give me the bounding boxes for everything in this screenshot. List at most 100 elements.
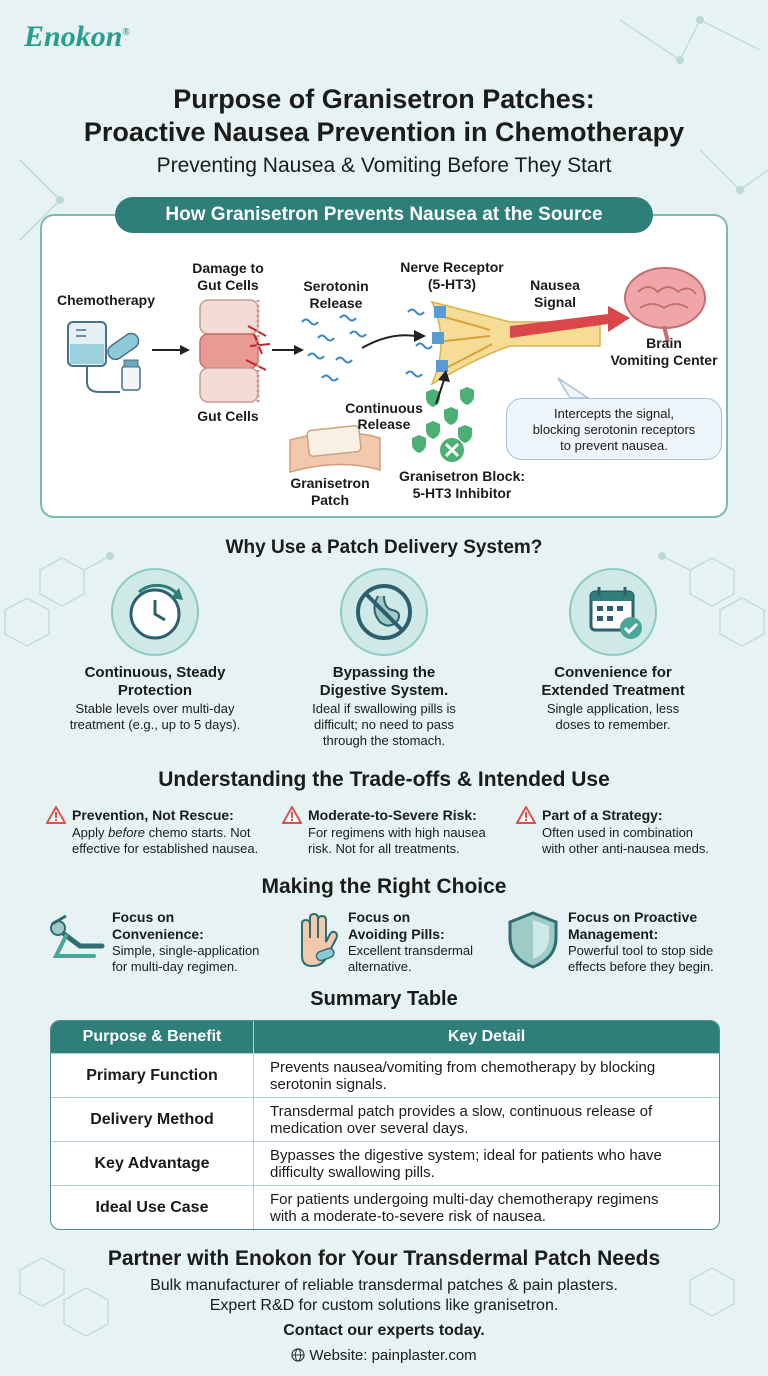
row-detail-line1: Prevents nausea/vomiting from chemothera… <box>270 1058 656 1076</box>
row-detail: Bypasses the digestive system; ideal for… <box>254 1141 719 1185</box>
choice-item-3: Focus on Proactive Management: Powerful … <box>568 909 714 975</box>
no-stomach-icon <box>356 584 412 640</box>
row-label: Primary Function <box>51 1053 254 1097</box>
why-desc-2-line3: through the stomach. <box>322 733 446 748</box>
label-patch-line2: Patch <box>310 492 350 508</box>
row-detail-line1: Bypasses the digestive system; ideal for… <box>270 1146 662 1164</box>
choice-title-1-line2: Convenience: <box>112 926 204 942</box>
label-continuous-line1: Continuous <box>345 400 423 416</box>
label-serotonin-line2: Release <box>309 295 363 311</box>
tradeoff-title-1: Prevention, Not Rescue: <box>72 807 234 823</box>
granisetron-shield-particles <box>412 387 474 453</box>
tradeoff-desc-1-pre: Apply <box>72 825 109 840</box>
capsule-icon <box>107 332 140 361</box>
warning-icon <box>516 806 536 824</box>
arrow-chemo-to-gut <box>152 345 190 355</box>
label-gut-cells: Gut Cells <box>197 408 259 424</box>
table-row: Primary Function Prevents nausea/vomitin… <box>51 1053 719 1097</box>
mechanism-heading: How Granisetron Prevents Nausea at the S… <box>115 197 653 233</box>
callout-line2: blocking serotonin receptors <box>532 422 696 437</box>
label-nausea-line1: Nausea <box>530 277 580 293</box>
globe-icon <box>291 1348 305 1362</box>
choice-desc-1-line2: for multi-day regimen. <box>112 959 238 974</box>
nausea-signal-arrow <box>510 306 630 338</box>
choice-title-2-line1: Focus on <box>348 909 411 925</box>
row-detail: Transdermal patch provides a slow, conti… <box>254 1097 719 1141</box>
tradeoff-item-2: Moderate-to-Severe Risk: For regimens wi… <box>282 806 522 856</box>
row-label: Delivery Method <box>51 1097 254 1141</box>
why-desc-2-line1: Ideal if swallowing pills is <box>312 701 456 716</box>
tradeoff-desc-2-line2: risk. Not for all treatments. <box>308 841 460 856</box>
arrow-release-up <box>435 370 450 405</box>
tradeoff-item-1: Prevention, Not Rescue: Apply before che… <box>46 806 286 856</box>
mechanism-illustration <box>67 267 706 473</box>
label-block-line2: 5-HT3 Inhibitor <box>412 485 512 501</box>
tradeoff-title-2: Moderate-to-Severe Risk: <box>308 807 477 823</box>
row-detail-line2: difficulty swallowing pills. <box>270 1163 435 1181</box>
choice-desc-1-line1: Simple, single-application <box>112 943 260 958</box>
why-title-3-line1: Convenience for <box>554 664 672 681</box>
table-row: Delivery Method Transdermal patch provid… <box>51 1097 719 1141</box>
row-detail-line2: serotonin signals. <box>270 1075 387 1093</box>
page-subtitle: Preventing Nausea & Vomiting Before They… <box>156 154 612 177</box>
shield-icon <box>508 911 558 969</box>
label-chemotherapy: Chemotherapy <box>56 292 156 308</box>
table-row: Ideal Use Case For patients undergoing m… <box>51 1185 719 1229</box>
row-detail-line1: Transdermal patch provides a slow, conti… <box>270 1102 653 1120</box>
calendar-check-icon <box>589 587 642 639</box>
tradeoff-title-3: Part of a Strategy: <box>542 807 663 823</box>
label-brain-line2: Vomiting Center <box>610 352 718 368</box>
tradeoff-desc-1-line1: Apply before chemo starts. Not <box>46 825 286 840</box>
warning-icon <box>46 806 66 824</box>
choice-desc-2-line2: alternative. <box>348 959 412 974</box>
relaxing-person-icon <box>50 914 105 958</box>
why-icon-circle-2 <box>340 568 428 656</box>
why-desc-1-line1: Stable levels over multi-day <box>75 701 235 716</box>
choice-title-1-line1: Focus on <box>112 909 175 925</box>
contact-cta: Contact our experts today. <box>283 1322 485 1339</box>
footer-title: Partner with Enokon for Your Transdermal… <box>107 1247 661 1270</box>
registered-mark: ® <box>122 27 130 38</box>
summary-heading: Summary Table <box>310 988 458 1010</box>
website-text[interactable]: Website: painplaster.com <box>309 1347 477 1364</box>
website-link[interactable]: Website: painplaster.com <box>0 1347 768 1364</box>
page-title-line1: Purpose of Granisetron Patches: <box>173 84 595 114</box>
row-label: Ideal Use Case <box>51 1185 254 1229</box>
why-title-3-line2: Extended Treatment <box>541 682 685 699</box>
row-detail-line2: with a moderate-to-severe risk of nausea… <box>270 1207 546 1225</box>
label-patch-line1: Granisetron <box>290 475 370 491</box>
why-title-1-line2: Protection <box>117 682 193 699</box>
tradeoff-desc-3-line1: Often used in combination <box>542 825 694 840</box>
why-desc-2-line2: difficult; no need to pass <box>314 717 454 732</box>
nerve-receptor-illustration <box>430 300 601 386</box>
arrow-gut-to-serotonin <box>272 345 304 355</box>
why-icon-circle-3 <box>569 568 657 656</box>
choice-title-3-line2: Management: <box>568 926 659 942</box>
choice-desc-3-line1: Powerful tool to stop side <box>568 943 714 958</box>
summary-header-row: Purpose & Benefit Key Detail <box>51 1021 719 1053</box>
footer-line2: Expert R&D for custom solutions like gra… <box>209 1297 559 1314</box>
choice-desc-3-line2: effects before they begin. <box>568 959 714 974</box>
tradeoff-desc-3-line2: with other anti-nausea meds. <box>542 841 709 856</box>
callout-tail <box>557 377 591 399</box>
callout-line3: to prevent nausea. <box>560 438 668 453</box>
row-detail: For patients undergoing multi-day chemot… <box>254 1185 719 1229</box>
why-title-2-line2: Digestive System. <box>319 682 449 699</box>
label-brain-line1: Brain <box>646 335 682 351</box>
why-title-1-line1: Continuous, Steady <box>84 664 226 681</box>
choice-title-2-line2: Avoiding Pills: <box>348 926 445 942</box>
hand-stop-pill-icon <box>301 912 338 968</box>
row-detail-line1: For patients undergoing multi-day chemot… <box>270 1190 659 1208</box>
summary-col-key-detail: Key Detail <box>254 1021 719 1053</box>
enokon-logo: Enokon® <box>24 20 130 54</box>
choice-desc-2-line1: Excellent transdermal <box>348 943 473 958</box>
tradeoff-desc-2-line1: For regimens with high nausea <box>308 825 486 840</box>
arrow-serotonin-to-receptor <box>361 330 426 349</box>
why-icon-circle-1 <box>111 568 199 656</box>
block-x-icon <box>440 438 464 462</box>
row-label: Key Advantage <box>51 1141 254 1185</box>
mechanism-callout: Intercepts the signal, blocking serotoni… <box>506 398 722 460</box>
label-damage-line2: Gut Cells <box>197 277 259 293</box>
label-nausea-line2: Signal <box>533 294 576 310</box>
why-heading: Why Use a Patch Delivery System? <box>225 537 543 558</box>
